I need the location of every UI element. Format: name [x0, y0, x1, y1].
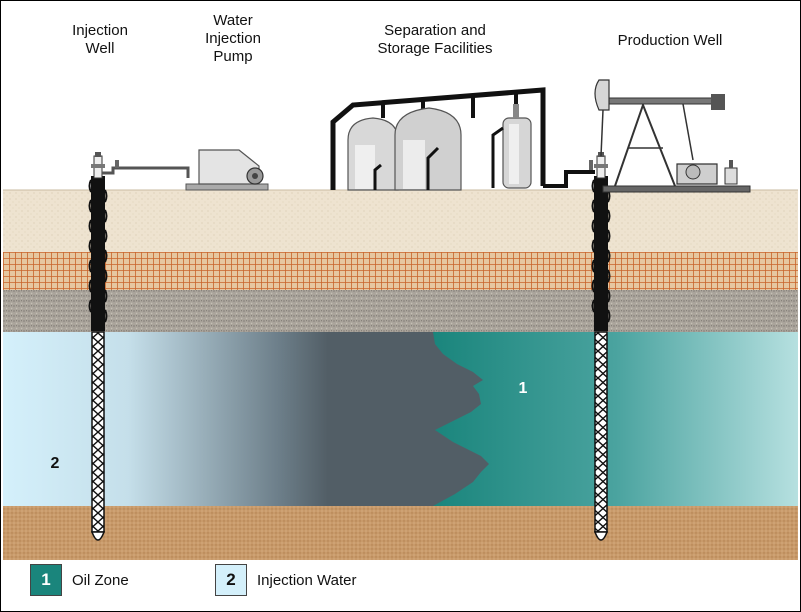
separation-storage-label: Separation and Storage Facilities [350, 22, 520, 58]
separation-storage-facilities [330, 87, 595, 191]
pump-jack [594, 79, 751, 193]
water-zone [3, 332, 503, 506]
legend-swatch-water-number: 2 [226, 570, 236, 589]
production-well-label: Production Well [595, 32, 745, 50]
water-zone-marker: 2 [51, 455, 60, 472]
gravel-layer [3, 290, 798, 332]
oil-zone [433, 332, 798, 506]
basement-layer [3, 506, 798, 560]
injection-pipe [102, 166, 190, 178]
injection-well-label-line1: Injection [72, 22, 128, 39]
injection-well [88, 152, 108, 541]
water-injection-pump-label-line3: Pump [213, 48, 253, 65]
legend-oil-label: Oil Zone [72, 571, 129, 589]
water-injection-pump-label: Water Injection Pump [188, 12, 278, 66]
legend-swatch-oil: 1 [30, 564, 62, 596]
legend-oil-zone: 1 Oil Zone [30, 562, 129, 598]
legend-swatch-water: 2 [215, 564, 247, 596]
surface-layer [3, 190, 798, 252]
legend-swatch-oil-number: 1 [41, 570, 51, 589]
oil-zone-marker: 1 [519, 380, 528, 397]
production-well-label-line1: Production Well [617, 32, 723, 49]
production-well [591, 152, 611, 541]
injection-well-label-line2: Well [85, 40, 115, 57]
water-injection-pump-label-line2: Injection [205, 30, 261, 47]
legend-water-label: Injection Water [257, 571, 357, 589]
clay-layer [3, 252, 798, 290]
separation-storage-label-line2: Storage Facilities [377, 40, 493, 57]
water-injection-pump-label-line1: Water [213, 12, 253, 29]
legend-injection-water: 2 Injection Water [215, 562, 357, 598]
water-injection-pump [185, 149, 269, 191]
waterflood-diagram: 1 2 [3, 79, 798, 560]
separation-storage-label-line1: Separation and [384, 22, 486, 39]
injection-well-label: Injection Well [60, 22, 140, 58]
